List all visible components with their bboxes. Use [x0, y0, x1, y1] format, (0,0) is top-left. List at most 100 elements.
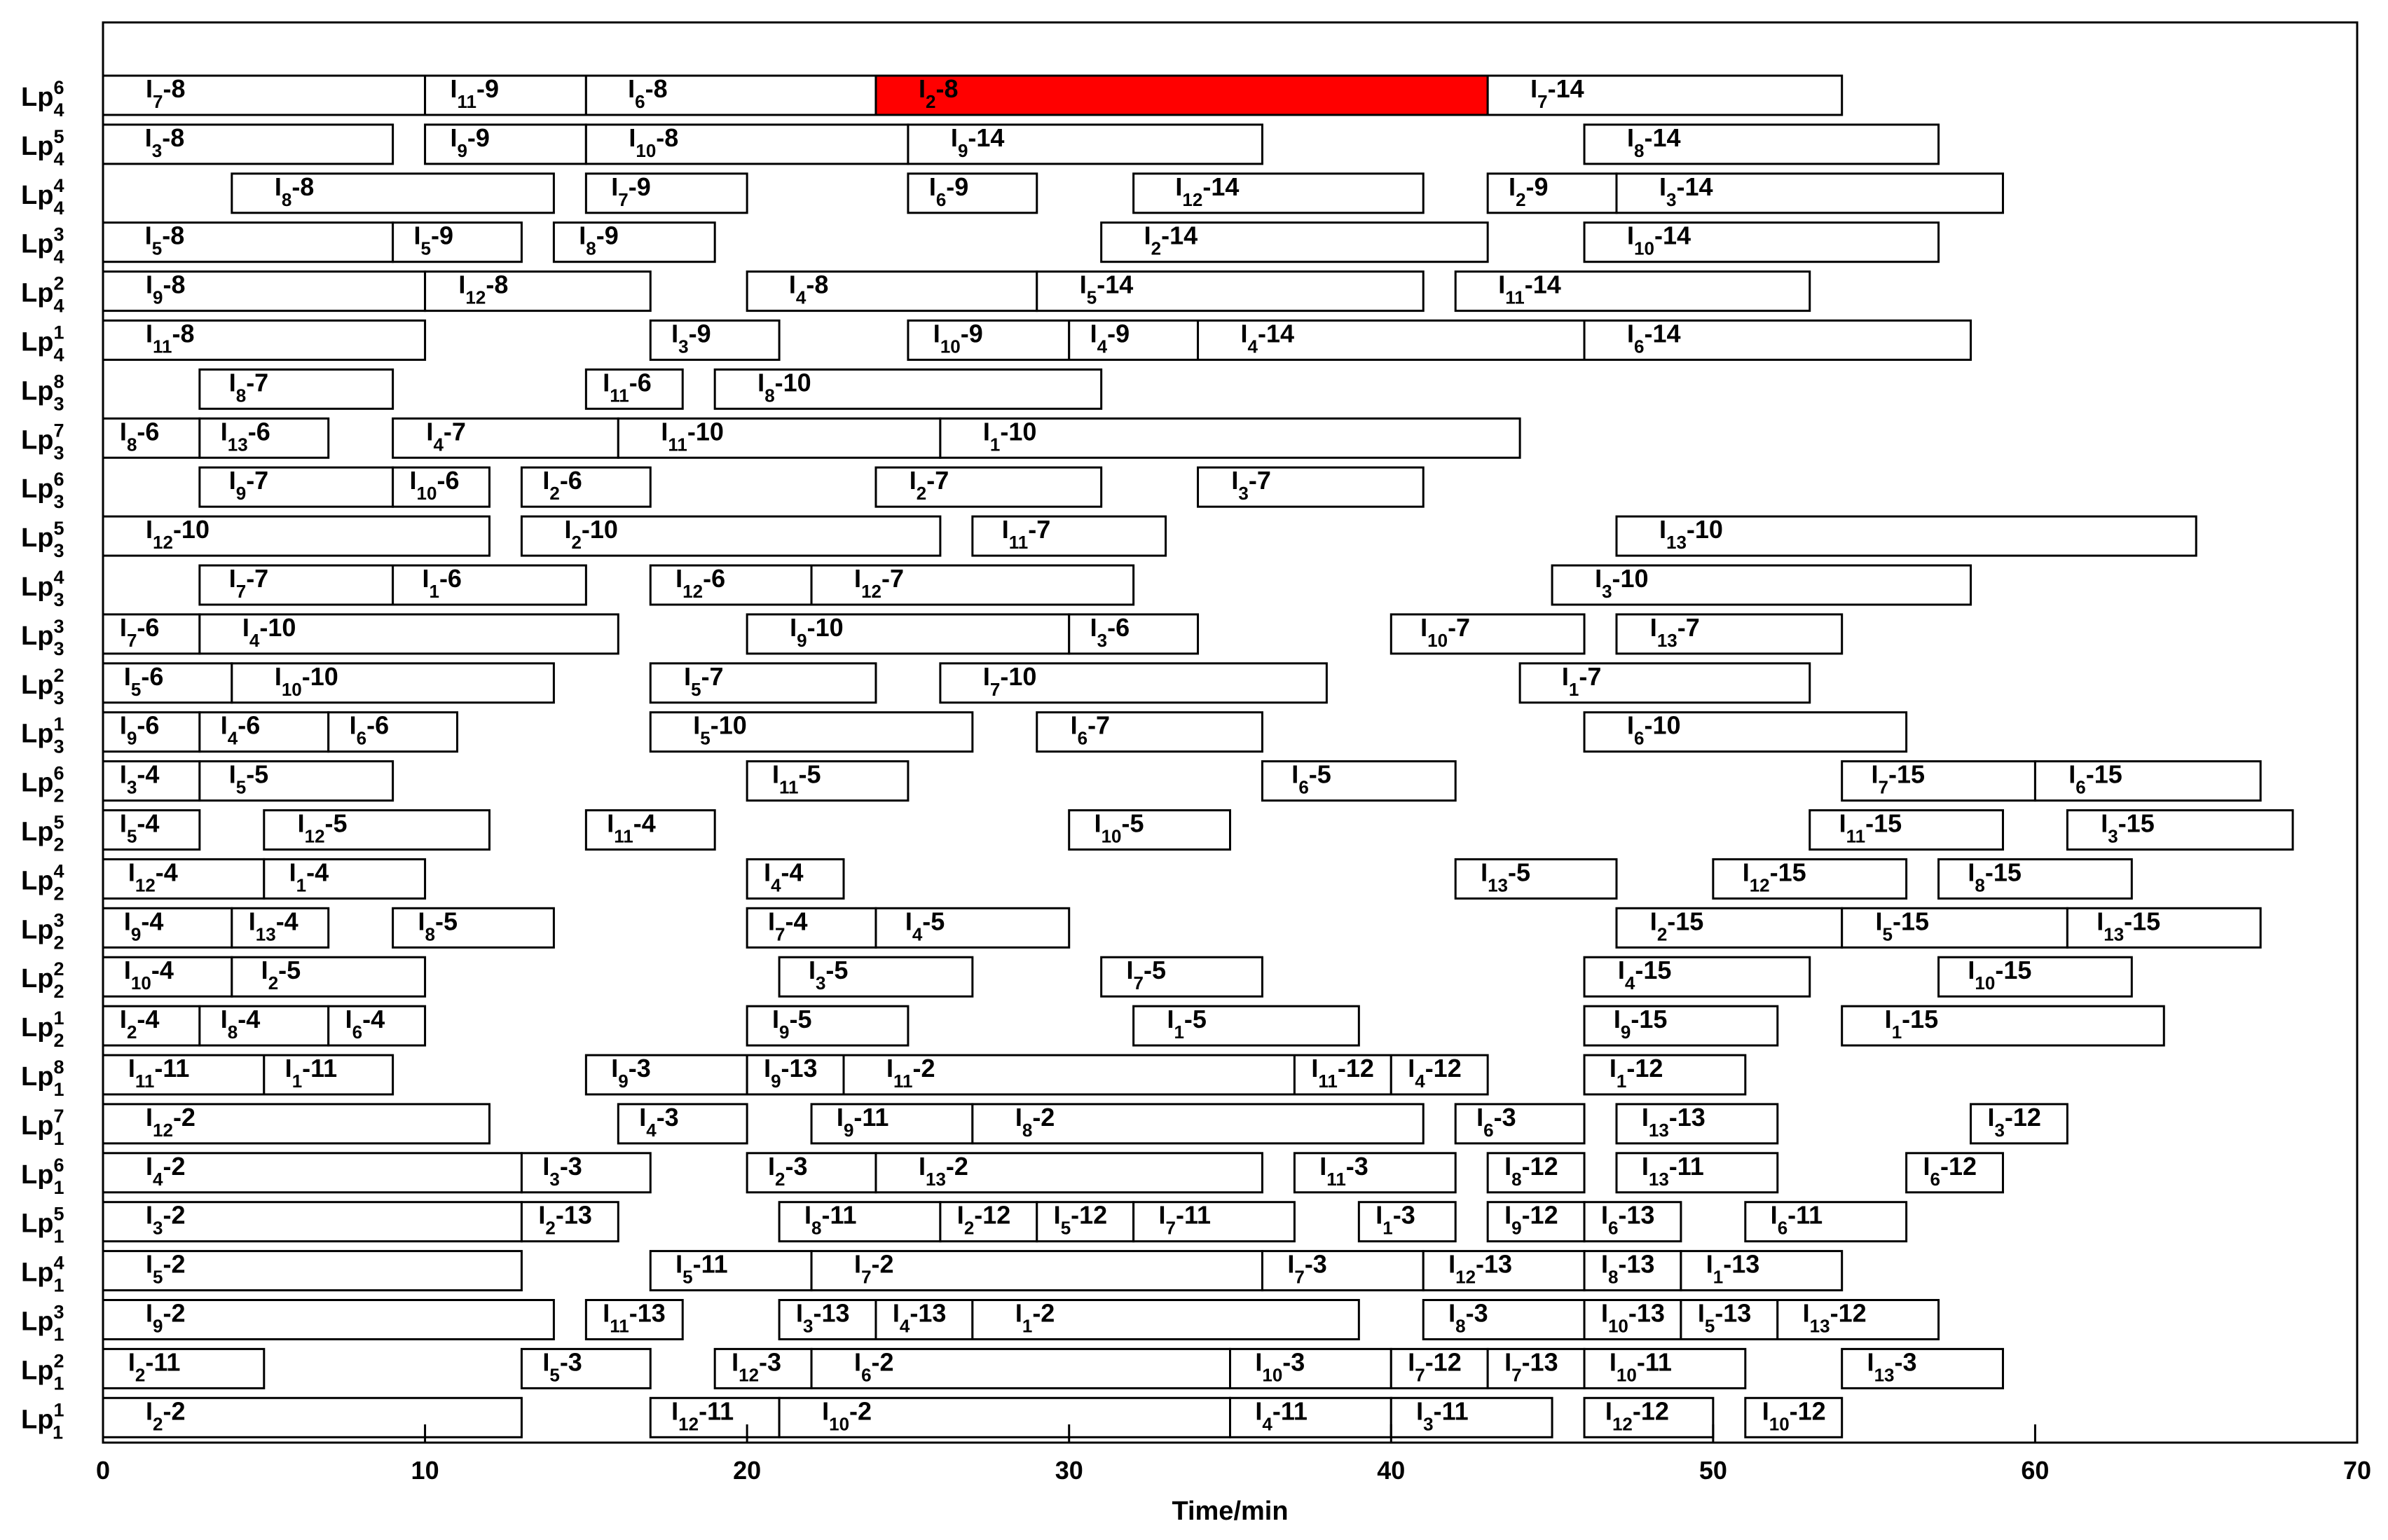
- task-label-sub: 5: [700, 728, 710, 749]
- task-label-suffix: -8: [162, 221, 184, 250]
- task-label-suffix: -5: [789, 1005, 811, 1033]
- task-label-main: I: [1530, 74, 1537, 103]
- task-bar: [1454, 858, 1618, 900]
- task-label-suffix: -7: [926, 466, 949, 495]
- task-label-main: I: [289, 858, 296, 886]
- task-label-main: I: [675, 564, 682, 593]
- task-label-main: I: [1650, 613, 1657, 642]
- task-bar: [1486, 74, 1844, 116]
- task-label-sub: 2: [926, 91, 935, 112]
- task-bar: [198, 760, 394, 802]
- task-label-main: I: [1923, 1152, 1930, 1181]
- row-label-sup: 7: [53, 1106, 64, 1127]
- task-bar: [1486, 1201, 1586, 1243]
- task-label: I9-14: [951, 123, 1005, 161]
- row-label-sub: 3: [53, 393, 64, 414]
- task-label-suffix: -12: [1940, 1152, 1977, 1181]
- task-label-main: I: [1610, 1347, 1617, 1376]
- task-label-sub: 9: [236, 483, 246, 504]
- task-label-suffix: -11: [1434, 1396, 1469, 1425]
- task-label-suffix: -3: [629, 1054, 651, 1082]
- task-bar: [1036, 270, 1425, 312]
- task-bar: [102, 319, 427, 361]
- row-label-sub: 2: [53, 981, 64, 1002]
- task-label: I6-2: [854, 1347, 894, 1385]
- task-label-sub: 1: [990, 434, 1000, 455]
- task-bar: [971, 515, 1167, 557]
- task-label-suffix: -2: [163, 1201, 185, 1230]
- task-label-sub: 1: [429, 581, 439, 602]
- task-label-sub: 2: [268, 972, 278, 994]
- task-label: I7-2: [854, 1250, 894, 1288]
- row-label-base: Lp: [21, 230, 53, 259]
- task-label-main: I: [1987, 1103, 1994, 1132]
- task-label-main: I: [1627, 319, 1634, 348]
- task-bar: [746, 613, 1071, 655]
- task-label: I2-11: [128, 1347, 181, 1385]
- task-bar: [327, 1005, 427, 1047]
- task-label-main: I: [458, 270, 465, 299]
- row-label-sup: 3: [53, 1302, 64, 1323]
- task-label: I12-6: [675, 564, 725, 602]
- task-label-suffix: -13: [1476, 1250, 1512, 1279]
- task-bar: [1583, 1201, 1682, 1243]
- task-label-main: I: [345, 1005, 352, 1033]
- task-bar: [746, 1005, 910, 1047]
- task-label-suffix: -15: [1667, 907, 1703, 935]
- task-label-main: I: [1839, 809, 1846, 838]
- task-label: I6-11: [1771, 1201, 1823, 1239]
- task-label-suffix: -5: [278, 956, 301, 984]
- task-label-main: I: [1562, 662, 1569, 691]
- task-label-sub: 9: [153, 287, 163, 308]
- task-label-suffix: -9: [629, 172, 651, 201]
- task-label-suffix: -5: [1508, 858, 1530, 886]
- task-label-main: I: [910, 466, 917, 495]
- task-bar: [713, 368, 1103, 410]
- task-label-main: I: [1504, 1152, 1511, 1181]
- row-label-sup: 6: [53, 1155, 64, 1176]
- task-label-suffix: -13: [1618, 1201, 1654, 1230]
- task-label-sub: 5: [421, 238, 431, 259]
- task-label-main: I: [661, 417, 668, 446]
- row-label-sup: 1: [53, 1008, 64, 1029]
- task-label-main: I: [905, 907, 912, 935]
- task-label-main: I: [1408, 1347, 1415, 1376]
- task-label-sub: 6: [2075, 777, 2085, 798]
- task-label-suffix: -4: [151, 956, 174, 984]
- task-bar: [520, 1201, 619, 1243]
- x-axis-label: Time/min: [1172, 1497, 1288, 1526]
- task-bar: [102, 1396, 523, 1438]
- task-label-sub: 10: [636, 140, 656, 161]
- task-label: I2-13: [538, 1201, 592, 1239]
- task-label: I4-3: [639, 1103, 679, 1141]
- task-label-sub: 13: [1657, 630, 1677, 651]
- task-bar: [1486, 1152, 1586, 1194]
- task-bar: [1744, 1201, 1908, 1243]
- task-label: I5-7: [684, 662, 724, 700]
- task-label-main: I: [221, 711, 228, 740]
- task-label-suffix: -12: [1830, 1299, 1867, 1328]
- task-label-sub: 6: [635, 91, 645, 112]
- task-label-sub: 12: [135, 874, 156, 895]
- task-label-sub: 8: [282, 189, 291, 210]
- task-label-suffix: -15: [1902, 1005, 1938, 1033]
- task-label: I3-11: [1416, 1396, 1469, 1434]
- task-bar: [584, 74, 877, 116]
- task-label-sub: 8: [1975, 874, 1984, 895]
- task-label-main: I: [1504, 1201, 1511, 1230]
- task-label-sub: 2: [1151, 238, 1161, 259]
- task-label-main: I: [919, 74, 926, 103]
- task-bar: [102, 270, 427, 312]
- row-label-sub: 2: [53, 932, 64, 953]
- task-label-suffix: -15: [1635, 956, 1671, 984]
- task-label-sub: 2: [964, 1218, 974, 1239]
- task-label-main: I: [1375, 1201, 1382, 1230]
- task-label-sub: 6: [1930, 1169, 1940, 1190]
- task-label-sub: 4: [1097, 336, 1108, 357]
